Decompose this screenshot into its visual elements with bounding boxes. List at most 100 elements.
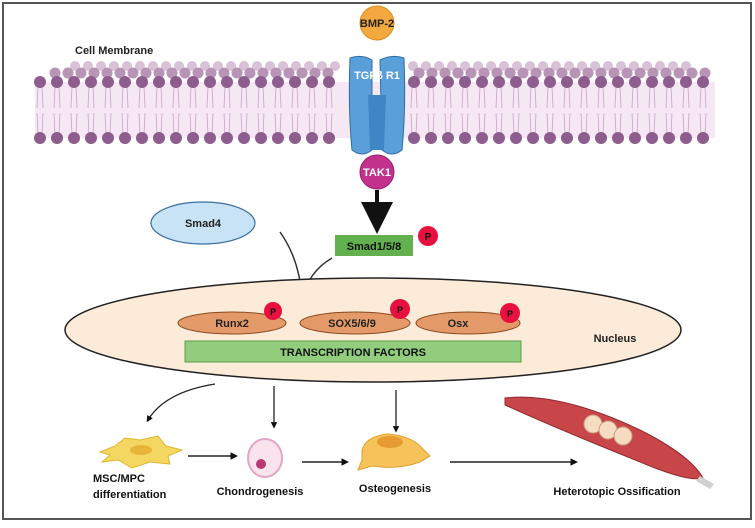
lipid-tail <box>240 112 243 135</box>
lipid-head-mid <box>491 67 503 79</box>
lipid-head-bottom <box>680 132 692 144</box>
lipid-head-back <box>590 61 600 71</box>
lipid-tail <box>687 85 690 109</box>
lipid-tail <box>563 112 566 135</box>
smad4-label: Smad4 <box>185 218 222 230</box>
lipid-tail <box>245 85 248 109</box>
lipid-head-top <box>68 76 80 88</box>
lipid-tail <box>529 112 532 135</box>
lipid-head-back <box>486 61 496 71</box>
osteoblast-nucleus <box>377 436 403 448</box>
lipid-tail <box>415 85 418 109</box>
lipid-tail <box>194 85 197 109</box>
lipid-tail <box>104 85 107 109</box>
lipid-tail <box>534 112 537 135</box>
lipid-head-back <box>551 61 561 71</box>
lipid-head-mid <box>192 67 204 79</box>
lipid-head-bottom <box>51 132 63 144</box>
lipid-tail <box>449 112 452 135</box>
lipid-head-mid <box>686 67 698 79</box>
lipid-head-back <box>239 61 249 71</box>
lipid-tail <box>619 112 622 135</box>
lipid-tail <box>211 85 214 109</box>
lipid-tail <box>597 112 600 135</box>
lipid-head-bottom <box>170 132 182 144</box>
svg-text:P: P <box>270 307 276 317</box>
lipid-tail <box>313 112 316 135</box>
lipid-head-bottom <box>663 132 675 144</box>
lipid-head-bottom <box>272 132 284 144</box>
lipid-head-mid <box>556 67 568 79</box>
lipid-tail <box>670 85 673 109</box>
lipid-head-bottom <box>34 132 46 144</box>
lipid-tail <box>70 112 73 135</box>
lipid-tail <box>257 112 260 135</box>
lipid-tail <box>500 112 503 135</box>
lipid-tail <box>313 85 316 109</box>
lipid-tail <box>160 112 163 135</box>
lipid-tail <box>483 85 486 109</box>
lipid-head-bottom <box>629 132 641 144</box>
lipid-head-back <box>681 61 691 71</box>
lipid-head-bottom <box>221 132 233 144</box>
lipid-tail <box>274 85 277 109</box>
lipid-tail <box>143 112 146 135</box>
lipid-tail <box>92 112 95 135</box>
lipid-tail <box>580 85 583 109</box>
lipid-head-top <box>697 76 709 88</box>
lipid-head-back <box>538 61 548 71</box>
lipid-tail <box>602 112 605 135</box>
lipid-tail <box>461 85 464 109</box>
lipid-head-back <box>161 61 171 71</box>
chondrocyte-nucleus <box>256 459 266 469</box>
lipid-tail <box>211 112 214 135</box>
lipid-tail <box>325 112 328 135</box>
lipid-head-mid <box>166 67 178 79</box>
osx: Osx P <box>415 303 521 335</box>
lipid-tail <box>512 112 515 135</box>
lipid-tail <box>262 112 265 135</box>
lipid-head-top <box>221 76 233 88</box>
lipid-head-back <box>83 61 93 71</box>
lipid-tail <box>70 85 73 109</box>
lipid-head-back <box>70 61 80 71</box>
runx2: Runx2 P <box>177 302 287 335</box>
lipid-tail <box>172 112 175 135</box>
lipid-tail <box>512 85 515 109</box>
lipid-tail <box>75 85 78 109</box>
lipid-head-top <box>578 76 590 88</box>
chondrogenesis-label: Chondrogenesis <box>217 486 304 498</box>
lipid-tail <box>631 85 634 109</box>
lipid-head-top <box>629 76 641 88</box>
lipid-head-back <box>330 61 340 71</box>
lipid-head-bottom <box>510 132 522 144</box>
sox569: SOX5/6/9 P <box>299 299 411 335</box>
lipid-head-bottom <box>595 132 607 144</box>
lipid-tail <box>648 85 651 109</box>
lipid-tail <box>534 85 537 109</box>
lipid-tail <box>228 112 231 135</box>
lipid-head-top <box>561 76 573 88</box>
lipid-head-back <box>564 61 574 71</box>
lipid-head-mid <box>127 67 139 79</box>
lipid-head-bottom <box>102 132 114 144</box>
lipid-head-mid <box>244 67 256 79</box>
lipid-head-bottom <box>493 132 505 144</box>
lipid-head-top <box>527 76 539 88</box>
lipid-head-bottom <box>306 132 318 144</box>
lipid-tail <box>291 112 294 135</box>
phospho-smad158: P <box>418 226 438 246</box>
lipid-head-bottom <box>408 132 420 144</box>
lipid-head-top <box>85 76 97 88</box>
lipid-head-mid <box>49 67 61 79</box>
heterotopic-ossification-label: Heterotopic Ossification <box>553 486 680 498</box>
lipid-tail <box>296 112 299 135</box>
lipid-head-mid <box>530 67 542 79</box>
arrow-to-msc <box>146 383 216 423</box>
lipid-head-bottom <box>68 132 80 144</box>
lipid-tail <box>296 85 299 109</box>
lipid-head-mid <box>504 67 516 79</box>
lipid-tail <box>653 85 656 109</box>
lipid-head-mid <box>270 67 282 79</box>
